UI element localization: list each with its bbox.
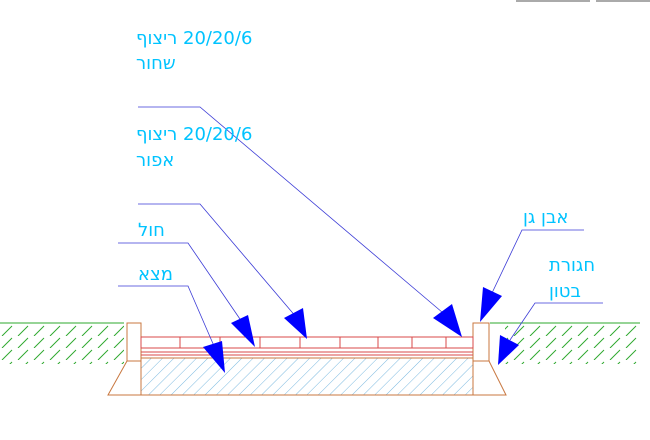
label-subbase: מצא: [138, 264, 173, 285]
arrowhead-icon: [231, 315, 255, 347]
arrowhead-icon: [203, 341, 225, 373]
label-concrete-belt-line1: חגורת: [549, 255, 596, 276]
leader-subbase: [118, 285, 215, 347]
leader-gray-paving: [138, 203, 298, 319]
sand-layer: [141, 351, 473, 356]
leader-black-paving: [138, 106, 450, 319]
arrowhead-icon: [284, 308, 307, 339]
label-sand: חול: [138, 220, 165, 241]
ground-left: [0, 322, 124, 364]
label-concrete-belt-line2: בטון: [549, 281, 581, 302]
leader-curb-stone: [491, 229, 584, 294]
label-black-paving-line1: 20/20/6 ריצוף: [136, 28, 253, 49]
leader-lines: [118, 106, 603, 347]
label-curb-stone: אבן גן: [523, 207, 569, 228]
arrowhead-icon: [498, 335, 519, 365]
arrowhead-icon: [433, 304, 462, 337]
label-gray-paving-line2: אפור: [136, 150, 175, 171]
label-black-paving-line2: שחור: [136, 53, 176, 74]
leader-sand: [118, 242, 243, 323]
leader-concrete-belt: [509, 302, 603, 341]
paving-layer: [140, 336, 474, 349]
label-gray-paving-line1: 20/20/6 ריצוף: [136, 124, 253, 145]
subbase-layer: [140, 357, 474, 396]
ground-right: [490, 322, 640, 364]
arrowheads: [203, 287, 519, 373]
arrowhead-icon: [480, 287, 502, 322]
